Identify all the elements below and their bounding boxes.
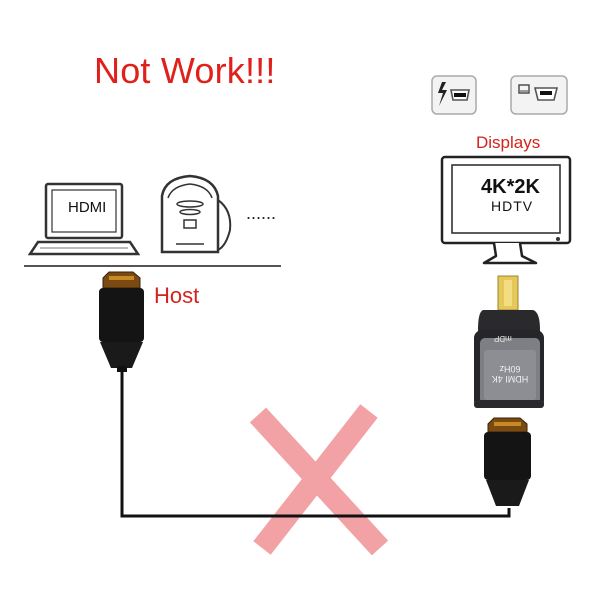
laptop-icon (27, 182, 141, 256)
adapter-hdmi-label: HDMI 4K 60Hz (491, 364, 529, 384)
laptop-screen-label: HDMI (68, 199, 107, 216)
desktop-tower-icon (160, 174, 232, 254)
monitor-resolution-label: 4K*2K (481, 176, 540, 198)
adapter-mdp-label: mDP (494, 334, 512, 343)
minidisplayport-port-icon (510, 75, 568, 115)
hdmi-plug-left-icon (99, 271, 144, 372)
more-hosts-ellipsis: ...... (246, 203, 277, 223)
host-label: Host (154, 283, 200, 308)
not-work-headline: Not Work!!! (94, 50, 276, 91)
hdmi-cable (120, 368, 511, 518)
hdtv-monitor-icon (440, 155, 572, 265)
displays-label: Displays (476, 133, 541, 152)
hdmi-plug-right-icon (484, 417, 531, 506)
not-working-cross-icon (249, 404, 389, 556)
monitor-type-label: HDTV (491, 198, 534, 214)
mdp-to-hdmi-adapter-icon (474, 275, 544, 408)
thunderbolt-port-icon (431, 75, 477, 115)
